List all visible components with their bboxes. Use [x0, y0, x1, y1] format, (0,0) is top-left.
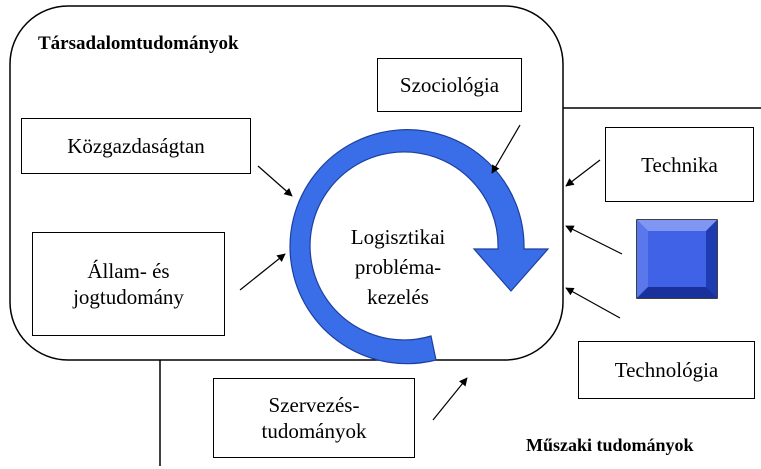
- center-label-line2: probléma-: [354, 255, 442, 279]
- arrow-technology: [565, 287, 621, 319]
- technical-sciences-title: Műszaki tudományok: [526, 435, 694, 455]
- law-label-line1: Állam- és: [87, 259, 170, 283]
- block-icon: [636, 219, 718, 299]
- economics-label: Közgazdaságtan: [67, 134, 205, 158]
- arrow-block: [565, 225, 623, 255]
- engineering-label: Technika: [641, 152, 718, 177]
- arrow-organization: [432, 377, 468, 421]
- social-sciences-title: Társadalomtudományok: [38, 33, 239, 54]
- law-box: Állam- és jogtudomány: [32, 232, 225, 336]
- engineering-box: Technika: [605, 127, 754, 202]
- organization-label-line2: tudományok: [261, 419, 367, 443]
- sociology-label: Szociológia: [399, 73, 500, 97]
- arrow-law: [239, 253, 286, 291]
- center-label-line3: kezelés: [367, 285, 429, 309]
- sociology-box: Szociológia: [377, 58, 522, 112]
- organization-label-line1: Szervezés-: [268, 393, 360, 417]
- cycle-arrow: [289, 129, 550, 365]
- arrow-sociology: [491, 124, 521, 174]
- economics-box: Közgazdaságtan: [21, 118, 251, 174]
- arrow-economics: [257, 165, 293, 197]
- law-label-line2: jogtudomány: [73, 285, 184, 309]
- technology-label: Technológia: [614, 358, 719, 382]
- center-label-line1: Logisztikai: [350, 225, 446, 249]
- social-sciences-region: [9, 5, 564, 361]
- technology-box: Technológia: [578, 341, 755, 399]
- organization-box: Szervezés- tudományok: [213, 378, 415, 458]
- arrow-engineering: [565, 159, 601, 187]
